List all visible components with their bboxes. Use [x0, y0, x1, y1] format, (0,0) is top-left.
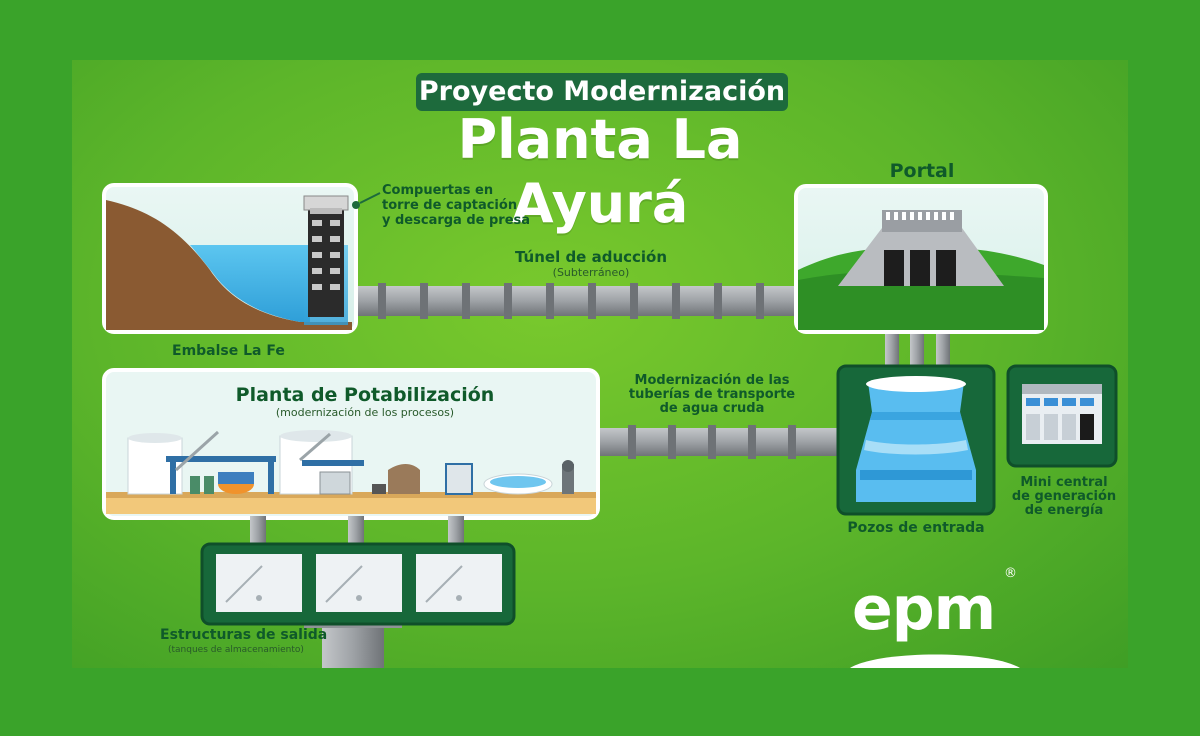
- tunnel-pipe: [340, 283, 810, 319]
- embalse-label: Embalse La Fe: [172, 343, 285, 359]
- salida-box: [200, 542, 516, 626]
- page-title: Planta La Ayurá: [457, 108, 743, 235]
- raw-water-pipe: [596, 425, 844, 459]
- epm-logo: epm: [852, 574, 996, 644]
- bottom-arc: [850, 654, 1020, 668]
- planta-label: Planta de Potabilización: [235, 384, 495, 406]
- pozos-label: Pozos de entrada: [847, 520, 985, 536]
- mini-central-label: Mini central de generación de energía: [1011, 475, 1117, 518]
- planta-sublabel: (modernización de los procesos): [275, 406, 455, 419]
- tunel-sublabel: (Subterráneo): [552, 266, 630, 279]
- tuberias-label: Modernización de las tuberías de transpo…: [628, 373, 796, 416]
- planta-panel: [102, 368, 600, 520]
- embalse-panel: [102, 183, 381, 334]
- estructuras-sublabel: (tanques de almacenamiento): [168, 645, 304, 655]
- portal-panel: [794, 184, 1048, 334]
- mini-central-box: [1006, 364, 1118, 468]
- pozos-box: [836, 364, 996, 516]
- compuertas-label: Compuertas en torre de captación y desca…: [382, 183, 531, 228]
- subtitle-badge: Proyecto Modernización: [416, 73, 788, 111]
- portal-label: Portal: [889, 160, 955, 182]
- estructuras-label: Estructuras de salida: [160, 627, 328, 643]
- registered-mark: ®: [1004, 566, 1017, 581]
- tunel-label: Túnel de aducción: [514, 248, 668, 266]
